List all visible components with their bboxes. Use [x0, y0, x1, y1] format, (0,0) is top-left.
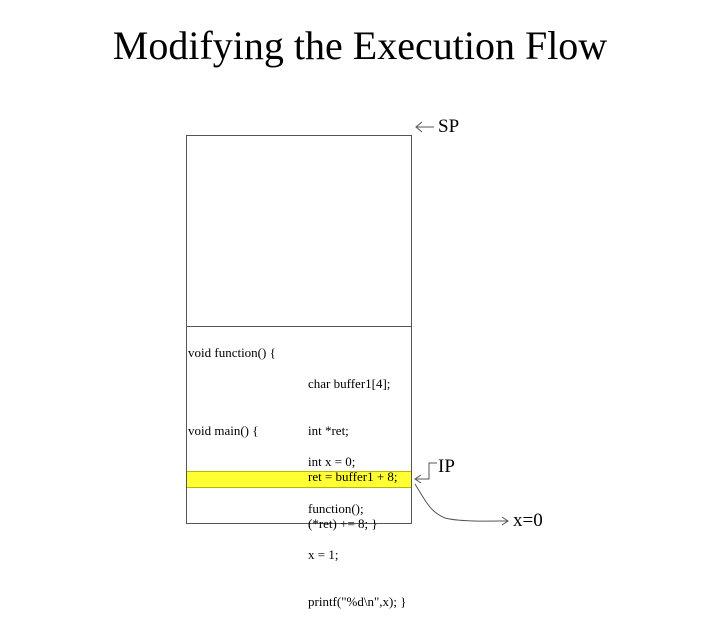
- current-instruction-highlight: [187, 471, 411, 488]
- code-line: int *ret;: [308, 422, 349, 438]
- stack-memory-box: [186, 135, 412, 524]
- result-arrow: [414, 483, 509, 522]
- stack-code-divider: [186, 326, 412, 327]
- code-line-highlighted: printf("%d\n",x); }: [308, 593, 407, 609]
- function-body: char buffer1[4]; int *ret; ret = buffer1…: [308, 345, 398, 547]
- sp-arrow-head: [415, 121, 423, 133]
- code-line: function();: [308, 500, 364, 516]
- result-label: x=0: [513, 510, 543, 531]
- code-line: x = 1;: [308, 547, 339, 562]
- ip-arrow: [415, 462, 437, 480]
- main-signature: void main() {: [188, 423, 259, 438]
- code-line: (*ret) += 8; }: [308, 515, 378, 531]
- diagram-arrows: [414, 121, 509, 526]
- function-signature: void function() {: [188, 345, 276, 360]
- result-arrow-head: [501, 516, 509, 526]
- ip-label: IP: [438, 456, 455, 477]
- ip-arrow-head: [414, 474, 422, 484]
- code-line: char buffer1[4];: [308, 376, 391, 391]
- slide-title: Modifying the Execution Flow: [112, 23, 608, 68]
- sp-label: SP: [438, 116, 460, 137]
- code-line: int x = 0;: [308, 454, 356, 469]
- code-line: ret = buffer1 + 8;: [308, 469, 398, 484]
